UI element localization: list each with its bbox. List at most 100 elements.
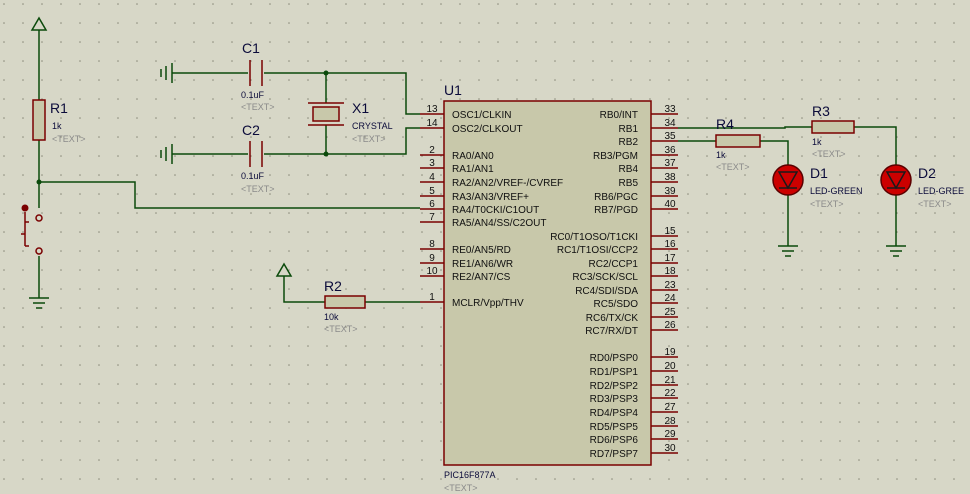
junctions (36, 70, 329, 185)
led-d1[interactable]: D1 LED-GREEN <TEXT> (772, 164, 863, 209)
d2-ref: D2 (918, 165, 936, 181)
power-arrow-icon (30, 16, 48, 31)
r1-text: <TEXT> (52, 134, 86, 144)
resistor-r1[interactable]: R1 1k <TEXT> (32, 99, 86, 144)
pin-label: RE1/AN6/WR (452, 259, 513, 270)
r2-ref: R2 (324, 278, 342, 294)
r2-text: <TEXT> (324, 324, 358, 334)
resistor-r4[interactable]: R4 1k <TEXT> (715, 116, 761, 172)
pin-number: 23 (664, 280, 676, 291)
pin-label: RD3/PSP3 (590, 394, 639, 405)
pin-number: 28 (664, 416, 676, 427)
x1-value: CRYSTAL (352, 121, 393, 131)
pin-label: RB3/PGM (593, 151, 638, 162)
pin-number: 33 (664, 104, 676, 115)
pin-number: 36 (664, 145, 676, 156)
pin-label: RC5/SDO (594, 299, 639, 310)
u1-ref: U1 (444, 82, 462, 98)
pin-label: RB6/PGC (594, 192, 638, 203)
pin-number: 22 (664, 388, 676, 399)
d2-text: <TEXT> (918, 199, 952, 209)
r4-value: 1k (716, 150, 726, 160)
r3-text: <TEXT> (812, 149, 846, 159)
pin-label: RA2/AN2/VREF-/CVREF (452, 178, 563, 189)
ground-icon (160, 144, 173, 164)
pin-label: RA3/AN3/VREF+ (452, 192, 529, 203)
capacitor-c2[interactable]: C2 0.1uF <TEXT> (241, 122, 275, 194)
pin-number: 2 (429, 145, 435, 156)
pin-number: 40 (664, 199, 676, 210)
pin-number: 1 (429, 292, 435, 303)
crystal-x1[interactable]: X1 CRYSTAL <TEXT> (308, 100, 393, 144)
pin-number: 4 (429, 172, 435, 183)
pin-number: 35 (664, 131, 676, 142)
pin-number: 5 (429, 186, 435, 197)
capacitor-c1[interactable]: C1 0.1uF <TEXT> (241, 40, 275, 112)
pin-number: 15 (664, 226, 676, 237)
led-d2[interactable]: D2 LED-GREE <TEXT> (880, 164, 964, 209)
ground-icon (778, 245, 798, 257)
pin-number: 26 (664, 320, 676, 331)
ground-icon (29, 297, 49, 309)
pin-label: RC2/CCP1 (589, 259, 639, 270)
x1-text: <TEXT> (352, 134, 386, 144)
pin-number: 8 (429, 239, 435, 250)
pin-number: 13 (426, 104, 438, 115)
d1-ref: D1 (810, 165, 828, 181)
pin-label: OSC2/CLKOUT (452, 124, 523, 135)
pin-number: 27 (664, 402, 676, 413)
pin-label: RC7/RX/DT (585, 326, 638, 337)
d1-value: LED-GREEN (810, 186, 863, 196)
ic-u1[interactable]: U1 PIC16F877A <TEXT> 13OSC1/CLKIN14OSC2/… (420, 82, 678, 493)
pin-label: RC1/T1OSI/CCP2 (557, 245, 639, 256)
reset-pushbutton[interactable] (21, 204, 43, 255)
pin-label: RB4 (619, 164, 639, 175)
pin-number: 24 (664, 293, 676, 304)
pin-label: RC6/TX/CK (586, 313, 639, 324)
r1-value: 1k (52, 121, 62, 131)
pin-label: RD6/PSP6 (590, 435, 639, 446)
pin-number: 25 (664, 307, 676, 318)
resistor-r2[interactable]: R2 10k <TEXT> (324, 278, 366, 334)
resistor-r3[interactable]: R3 1k <TEXT> (811, 103, 855, 159)
pin-label: RE0/AN5/RD (452, 245, 511, 256)
c1-ref: C1 (242, 40, 260, 56)
